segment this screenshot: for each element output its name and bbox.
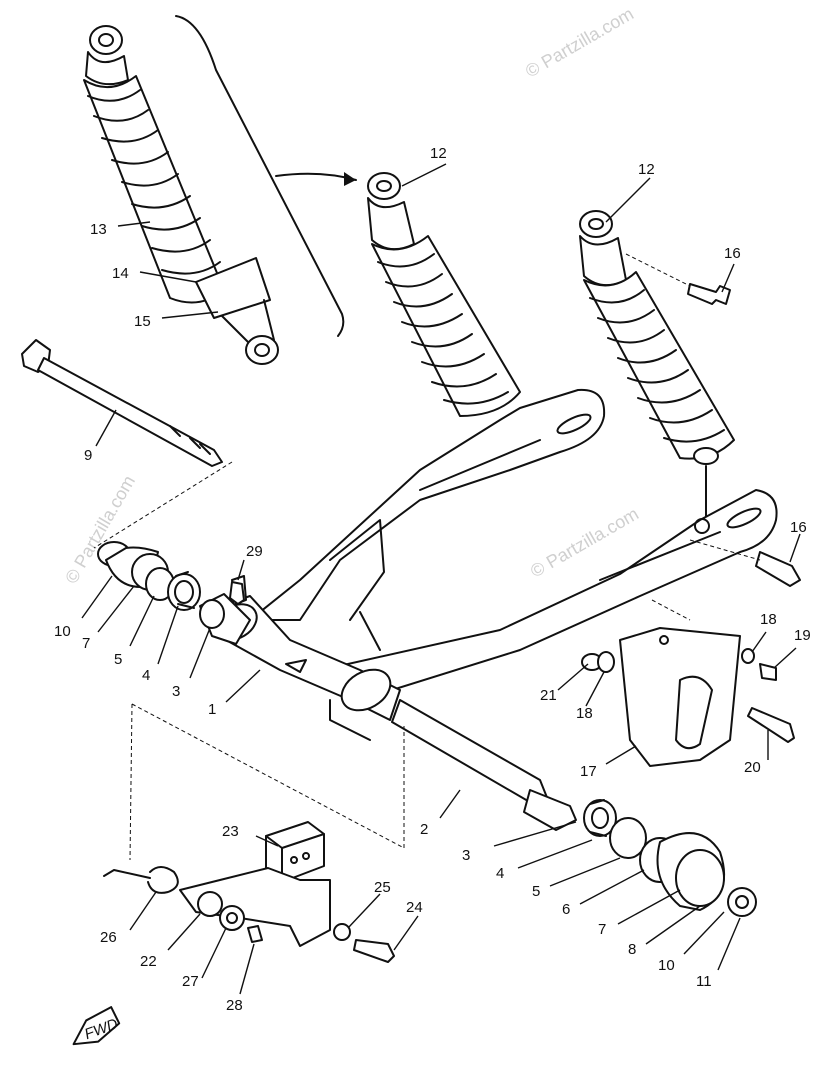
callout-16-right: 16	[790, 519, 807, 536]
callout-21: 21	[540, 687, 557, 704]
swingarm	[209, 388, 778, 741]
callout-14: 14	[112, 265, 129, 282]
chain-guard-plate	[581, 539, 801, 767]
shock-absorber-right	[579, 210, 735, 521]
callout-3-left: 3	[172, 683, 180, 700]
shaft-alignment-line	[93, 461, 233, 549]
assembly-arrowhead	[344, 172, 356, 186]
callout-26: 26	[100, 929, 117, 946]
callout-18-right: 18	[760, 611, 777, 628]
callout-19: 19	[794, 627, 811, 644]
shock-absorber-left	[367, 172, 521, 417]
callout-24: 24	[406, 899, 423, 916]
callout-16-top: 16	[724, 245, 741, 262]
callout-10-left: 10	[54, 623, 71, 640]
callout-28: 28	[226, 997, 243, 1014]
leader-lines	[81, 163, 801, 995]
callout-7-left: 7	[82, 635, 90, 652]
callout-labels: 1 2 3 3 4 4 5 5 6 7 7 8 9 10 10 11 12 12…	[54, 145, 811, 1014]
callout-18-bottom: 18	[576, 705, 593, 722]
grease-nipple	[229, 581, 245, 605]
callout-5-right: 5	[532, 883, 540, 900]
bolt-16-top	[687, 283, 731, 305]
brake-arm-assembly	[103, 866, 395, 963]
callout-10-right: 10	[658, 957, 675, 974]
callout-11: 11	[696, 973, 712, 990]
callout-22: 22	[140, 953, 157, 970]
callout-8: 8	[628, 941, 636, 958]
chain-seal-block	[265, 821, 325, 883]
assembly-bracket	[175, 15, 345, 337]
callout-4-right: 4	[496, 865, 504, 882]
fwd-arrow-badge: FWD	[72, 1006, 120, 1046]
right-shaft-stack	[391, 699, 757, 917]
callout-7-right: 7	[598, 921, 606, 938]
shock-absorber-detached	[83, 25, 279, 365]
reference-box	[129, 703, 405, 861]
callout-27: 27	[182, 973, 199, 990]
callout-15: 15	[134, 313, 151, 330]
callout-5-left: 5	[114, 651, 122, 668]
callout-3-right: 3	[462, 847, 470, 864]
callout-29: 29	[246, 543, 263, 560]
callout-20: 20	[744, 759, 761, 776]
callout-13: 13	[90, 221, 107, 238]
callout-25: 25	[374, 879, 391, 896]
pivot-shaft	[21, 339, 223, 467]
watermark-top-right: © Partzilla.com	[522, 3, 637, 81]
callout-4-left: 4	[142, 667, 150, 684]
callout-1: 1	[208, 701, 216, 718]
callout-12-right: 12	[638, 161, 655, 178]
callout-2: 2	[420, 821, 428, 838]
callout-12-left: 12	[430, 145, 447, 162]
callout-6: 6	[562, 901, 570, 918]
callout-23: 23	[222, 823, 239, 840]
callout-17: 17	[580, 763, 597, 780]
left-bushing-stack	[97, 541, 251, 645]
callout-9: 9	[84, 447, 92, 464]
